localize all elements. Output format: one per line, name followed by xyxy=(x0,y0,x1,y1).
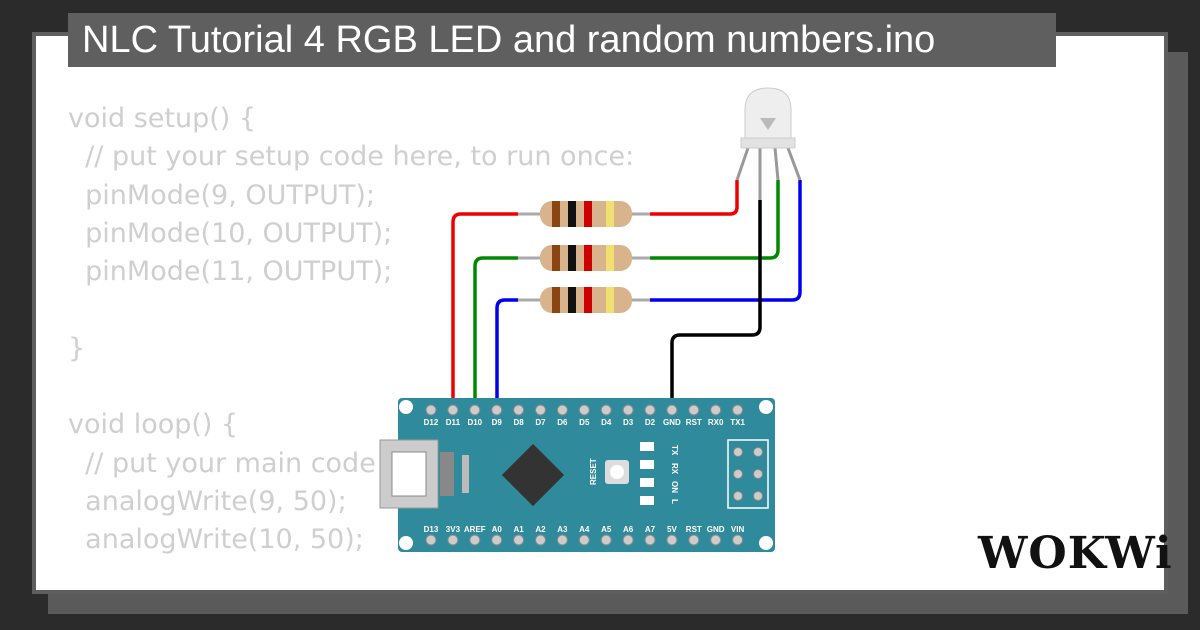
code-line: } xyxy=(68,332,86,364)
top-pin-label: D9 xyxy=(492,418,503,427)
bottom-pin[interactable] xyxy=(666,534,678,546)
resistor-green[interactable] xyxy=(518,245,650,271)
led-label: L xyxy=(670,499,679,504)
red-wire xyxy=(451,180,739,410)
top-pin[interactable] xyxy=(556,404,568,416)
black-wire xyxy=(670,200,762,410)
led-label: ON xyxy=(670,481,679,493)
icsp-pin xyxy=(753,469,763,479)
bottom-pin-label: 5V xyxy=(667,525,677,534)
top-pin[interactable] xyxy=(535,404,546,416)
icsp-pin xyxy=(753,447,763,457)
bottom-pin-label: A6 xyxy=(623,525,634,534)
reset-label: RESET xyxy=(589,458,598,485)
led-label: TX xyxy=(670,445,679,456)
bottom-pin[interactable] xyxy=(600,534,612,546)
top-pin-label: TX1 xyxy=(730,418,745,427)
icsp-pin xyxy=(733,469,743,479)
top-pin[interactable] xyxy=(710,404,722,416)
top-pin[interactable] xyxy=(578,404,590,416)
top-pin[interactable] xyxy=(447,404,459,416)
top-pin-label: D8 xyxy=(513,418,524,427)
rgb-led[interactable] xyxy=(735,87,802,200)
top-pin[interactable] xyxy=(513,404,525,416)
bottom-pin-label: A4 xyxy=(579,525,590,534)
bottom-pin-label: AREF xyxy=(464,525,486,534)
code-line: // put your setup code here, to run once… xyxy=(68,141,635,173)
icsp-pin xyxy=(753,491,763,501)
bottom-pin[interactable] xyxy=(425,534,437,546)
arduino-nano[interactable] xyxy=(379,398,775,552)
bottom-pin[interactable] xyxy=(556,534,568,546)
bottom-pin[interactable] xyxy=(513,534,525,546)
bottom-pin[interactable] xyxy=(447,534,459,546)
top-pin[interactable] xyxy=(688,404,700,416)
code-line: pinMode(10, OUTPUT); xyxy=(68,217,393,249)
code-line: pinMode(11, OUTPUT); xyxy=(68,256,393,288)
top-pin-label: D3 xyxy=(623,418,634,427)
code-line: pinMode(9, OUTPUT); xyxy=(68,179,376,211)
top-pin-label: RX0 xyxy=(708,418,724,427)
top-pin-label: D6 xyxy=(557,418,568,427)
bottom-pin[interactable] xyxy=(491,534,503,546)
bottom-pin-label: A2 xyxy=(535,525,546,534)
top-pin-label: GND xyxy=(663,418,681,427)
top-pin-label: D4 xyxy=(601,418,612,427)
top-pin[interactable] xyxy=(732,404,744,416)
bottom-pin[interactable] xyxy=(688,534,700,546)
resistor-blue[interactable] xyxy=(518,287,650,313)
top-pin-label: D11 xyxy=(446,418,461,427)
bottom-pin-label: D13 xyxy=(424,525,439,534)
top-pin[interactable] xyxy=(644,404,656,416)
page-title: NLC Tutorial 4 RGB LED and random number… xyxy=(68,13,1056,67)
bottom-pin[interactable] xyxy=(469,534,481,546)
bottom-pin[interactable] xyxy=(578,534,590,546)
bottom-pin-label: RST xyxy=(686,525,702,534)
top-pin[interactable] xyxy=(600,404,612,416)
icsp-pin xyxy=(733,491,743,501)
bottom-pin[interactable] xyxy=(710,534,722,546)
green-wire xyxy=(473,180,780,410)
bottom-pin-label: A7 xyxy=(645,525,656,534)
top-pin-label: D2 xyxy=(645,418,656,427)
bottom-pin[interactable] xyxy=(535,534,546,546)
bottom-pin[interactable] xyxy=(732,534,744,546)
top-pin-label: D7 xyxy=(535,418,546,427)
resistor-red[interactable] xyxy=(518,201,650,227)
top-pin[interactable] xyxy=(622,404,634,416)
top-pin[interactable] xyxy=(469,404,481,416)
top-pin-label: RST xyxy=(686,418,702,427)
wokwi-logo: WOKWi xyxy=(978,528,1173,579)
bottom-pin-label: GND xyxy=(707,525,725,534)
bottom-pin-label: 3V3 xyxy=(446,525,461,534)
top-pin-label: D10 xyxy=(467,418,482,427)
led-label: RX xyxy=(670,463,679,475)
bottom-pin-label: A3 xyxy=(557,525,568,534)
top-pin-label: D12 xyxy=(424,418,439,427)
bottom-pin-label: VIN xyxy=(731,525,745,534)
top-pin-label: D5 xyxy=(579,418,590,427)
blue-wire xyxy=(495,180,802,410)
code-line: void setup() { xyxy=(68,103,257,134)
top-pin[interactable] xyxy=(666,404,678,416)
bottom-pin-label: A5 xyxy=(601,525,612,534)
code-line: analogWrite(10, 50); xyxy=(68,524,364,556)
icsp-pin xyxy=(733,447,743,457)
bottom-pin[interactable] xyxy=(644,534,656,546)
bottom-pin-label: A0 xyxy=(492,525,503,534)
bottom-pin[interactable] xyxy=(622,534,634,546)
code-line: analogWrite(9, 50); xyxy=(68,485,347,517)
bottom-pin-label: A1 xyxy=(513,525,524,534)
top-pin[interactable] xyxy=(425,404,437,416)
code-line: void loop() { xyxy=(68,409,239,441)
top-pin[interactable] xyxy=(491,404,503,416)
